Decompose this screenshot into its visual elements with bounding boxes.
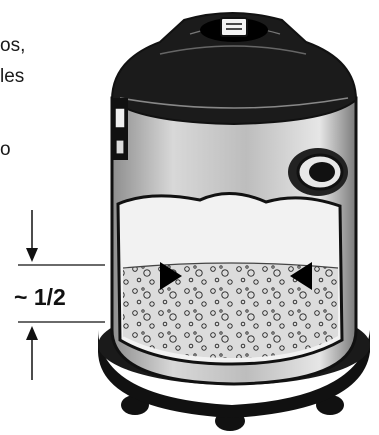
lid-clamp: [112, 98, 128, 160]
arrow-up-icon: [26, 326, 38, 340]
power-switch: [221, 18, 247, 36]
hose-inlet: [288, 148, 348, 196]
half-fill-label: ~ 1/2: [14, 284, 66, 311]
arrow-down-icon: [26, 248, 38, 262]
